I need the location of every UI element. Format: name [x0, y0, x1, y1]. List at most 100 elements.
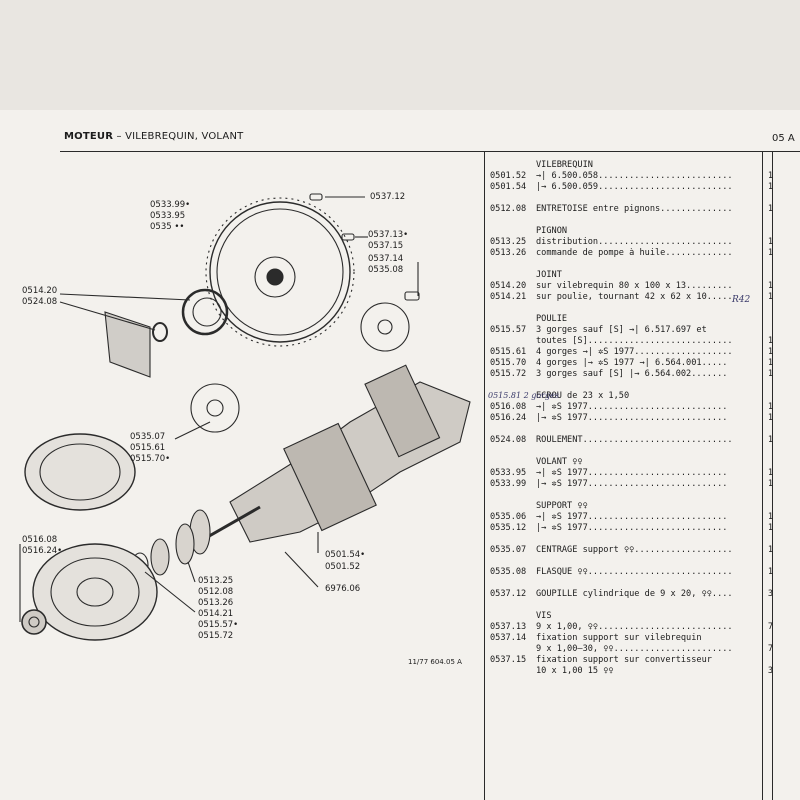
- part-desc: FLASQUE ♀♀............................: [536, 567, 733, 577]
- part-desc: GOUPILLE cylindrique de 9 x 20, ♀♀....: [536, 589, 733, 599]
- callout-0515-72: 0515.72: [198, 631, 234, 641]
- part-code: 0533.95: [490, 468, 527, 478]
- part-code: 0513.26: [490, 248, 527, 258]
- part-qty: 1: [767, 468, 773, 478]
- page-title: MOTEUR – VILEBREQUIN, VOLANT: [64, 131, 244, 142]
- callout-0533-99: 0533.99•: [150, 200, 191, 210]
- part-code: 0513.25: [490, 237, 527, 247]
- part-qty: 1: [767, 567, 773, 577]
- callout-0535-07: 0535.07: [130, 432, 166, 442]
- part-qty: 1: [767, 347, 773, 357]
- part-desc: |→ ✲S 1977...........................: [536, 523, 728, 533]
- part-desc: →| 6.500.058..........................: [536, 171, 733, 181]
- part-qty: 1: [767, 402, 773, 412]
- part-code: 0512.08: [490, 204, 527, 214]
- part-desc: |→ 6.500.059..........................: [536, 182, 733, 192]
- column-divider: [484, 152, 485, 800]
- callout-0537-14: 0537.14: [368, 254, 404, 264]
- part-code: 0537.12: [490, 589, 527, 599]
- group-heading: POULIE: [536, 314, 568, 324]
- part-qty: 1: [767, 292, 773, 302]
- qty-divider-left: [762, 152, 763, 800]
- part-desc: 4 gorges |→ ✲S 1977 →| 6.564.001.....: [536, 358, 728, 368]
- part-qty: 1: [767, 171, 773, 181]
- part-desc: commande de pompe à huile.............: [536, 248, 733, 258]
- callout-0513-26: 0513.26: [198, 598, 234, 608]
- part-desc: 4 gorges →| ✲S 1977...................: [536, 347, 733, 357]
- part-code: 0524.08: [490, 435, 527, 445]
- part-code: 0537.14: [490, 633, 527, 643]
- part-qty: 1: [767, 336, 773, 346]
- part-code: 0537.13: [490, 622, 527, 632]
- part-code: 0515.57: [490, 325, 527, 335]
- callout-0512-08: 0512.08: [198, 587, 234, 597]
- part-desc: 3 gorges sauf [S] |→ 6.564.002.......: [536, 369, 728, 379]
- part-qty: 1: [767, 369, 773, 379]
- figure-reference: 11/77 604.05 A: [408, 658, 462, 666]
- callout-0524-08: 0524.08: [22, 297, 58, 307]
- part-code: 0514.21: [490, 292, 527, 302]
- handwritten-note-gorges: 0515.81 2 gorges: [488, 391, 559, 400]
- callout-0514-20: 0514.20: [22, 286, 58, 296]
- part-qty: 3: [767, 666, 773, 676]
- part-code: 0501.54: [490, 182, 527, 192]
- part-qty: 3: [767, 589, 773, 599]
- part-desc: 9 x 1,00–30, ♀♀.......................: [536, 644, 733, 654]
- callout-0513-25: 0513.25: [198, 576, 234, 586]
- part-desc: distribution..........................: [536, 237, 733, 247]
- group-heading: VILEBREQUIN: [536, 160, 593, 170]
- part-desc: |→ ✲S 1977...........................: [536, 413, 728, 423]
- part-desc: 9 x 1,00, ♀♀..........................: [536, 622, 733, 632]
- part-code: 0516.24: [490, 413, 527, 423]
- part-code: 0516.08: [490, 402, 527, 412]
- part-desc: ENTRETOISE entre pignons..............: [536, 204, 733, 214]
- part-desc: →| ✲S 1977...........................: [536, 468, 728, 478]
- crankshaft-flywheel-drawing: [19, 193, 471, 641]
- callout-0501-52: 0501.52: [325, 562, 361, 572]
- part-desc: |→ ✲S 1977...........................: [536, 479, 728, 489]
- group-heading: VOLANT ♀♀: [536, 457, 583, 467]
- handwritten-note-r42: R42: [732, 295, 751, 305]
- part-code: 0535.08: [490, 567, 527, 577]
- callout-0515-61: 0515.61: [130, 443, 166, 453]
- part-code: 0535.12: [490, 523, 527, 533]
- part-code: 0515.70: [490, 358, 527, 368]
- qty-divider-right: [772, 152, 773, 800]
- part-qty: 1: [767, 182, 773, 192]
- part-desc: sur vilebrequin 80 x 100 x 13.........: [536, 281, 733, 291]
- part-code: 0501.52: [490, 171, 527, 181]
- part-qty: 7: [767, 644, 773, 654]
- part-qty: 1: [767, 435, 773, 445]
- part-desc: ECROU de 23 x 1,50: [536, 391, 630, 401]
- part-desc: CENTRAGE support ♀♀...................: [536, 545, 733, 555]
- callout-0516-24: 0516.24•: [22, 546, 63, 556]
- part-qty: 1: [767, 413, 773, 423]
- part-qty: 1: [767, 479, 773, 489]
- part-qty: 7: [767, 622, 773, 632]
- callout-0535: 0535 ••: [150, 222, 185, 232]
- part-desc: 10 x 1,00 15 ♀♀: [536, 666, 614, 676]
- header-divider: [60, 151, 800, 152]
- part-qty: 1: [767, 281, 773, 291]
- part-code: 0537.15: [490, 655, 527, 665]
- group-heading: VIS: [536, 611, 552, 621]
- group-heading: JOINT: [536, 270, 562, 280]
- group-heading: SUPPORT ♀♀: [536, 501, 588, 511]
- part-code: 0533.99: [490, 479, 527, 489]
- callout-0537-15: 0537.15: [368, 241, 404, 251]
- part-desc: fixation support sur vilebrequin: [536, 633, 702, 643]
- part-qty: 1: [767, 204, 773, 214]
- part-desc: 3 gorges sauf [S] →| 6.517.697 et: [536, 325, 707, 335]
- part-code: 0515.72: [490, 369, 527, 379]
- callout-0535-08: 0535.08: [368, 265, 404, 275]
- callout-0537-13: 0537.13•: [368, 230, 409, 240]
- part-qty: 1: [767, 248, 773, 258]
- part-desc: →| ✲S 1977...........................: [536, 512, 728, 522]
- page-code: 05 A: [772, 133, 795, 144]
- part-desc: →| ✲S 1977...........................: [536, 402, 728, 412]
- part-desc: fixation support sur convertisseur: [536, 655, 712, 665]
- part-code: 0535.07: [490, 545, 527, 555]
- callout-6976-06: 6976.06: [325, 584, 361, 594]
- callout-0515-57: 0515.57•: [198, 620, 239, 630]
- part-qty: 1: [767, 358, 773, 368]
